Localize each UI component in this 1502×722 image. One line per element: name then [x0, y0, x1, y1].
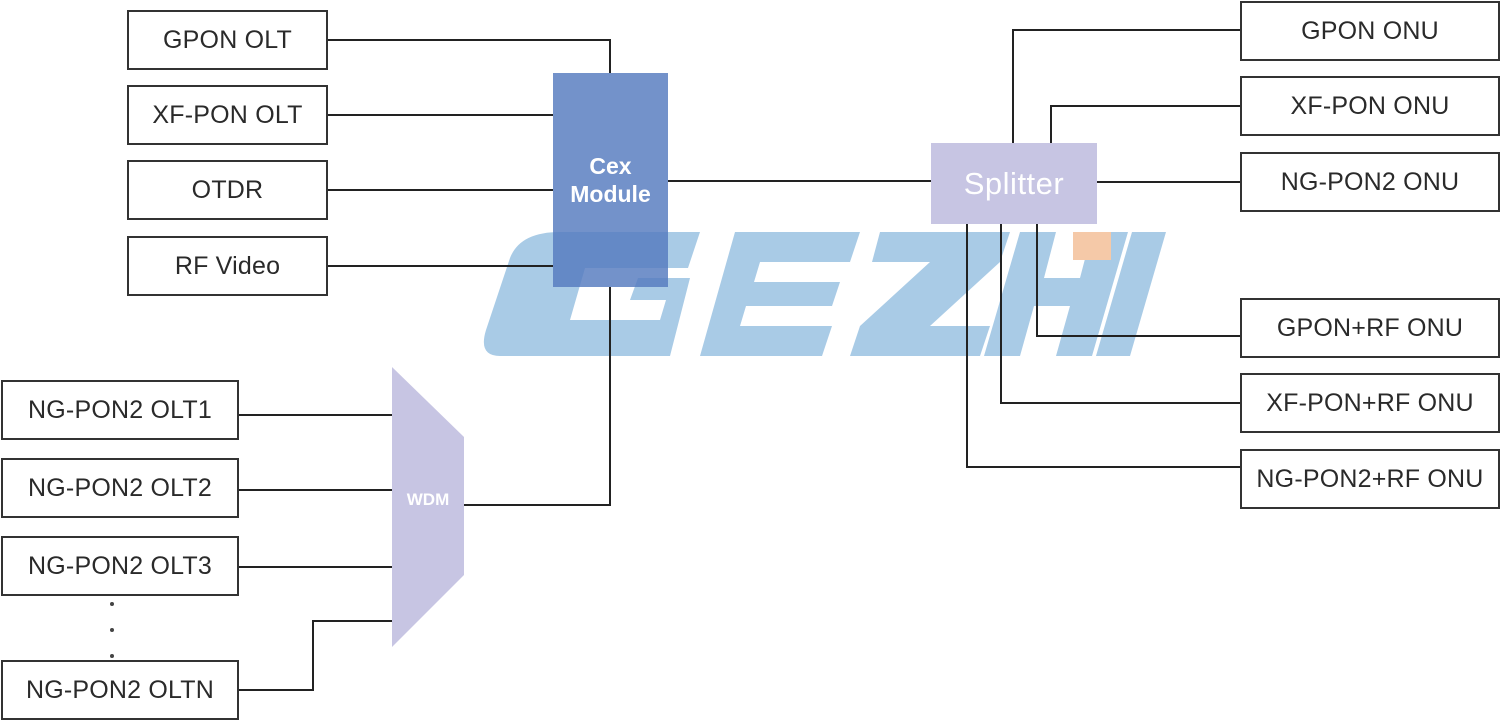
line-oltn [238, 620, 392, 691]
line-xfpon-onu [1050, 105, 1241, 143]
cex-module-line1: Cex [589, 153, 632, 179]
ellipsis-dots [100, 602, 124, 658]
ngpon2-oltn-box: NG-PON2 OLTN [1, 660, 239, 720]
cex-module-line2: Module [570, 181, 651, 207]
xfpon-olt-box: XF-PON OLT [127, 85, 328, 145]
line-ngpon2-rf-onu [966, 224, 1241, 468]
line-gpon-onu [1012, 29, 1241, 143]
line-xfpon-rf-onu [1000, 224, 1241, 404]
line-gpon-olt [327, 39, 611, 73]
gpon-onu-box: GPON ONU [1240, 1, 1500, 61]
ngpon2-onu-box: NG-PON2 ONU [1240, 152, 1500, 212]
line-gpon-rf-onu [1036, 224, 1241, 337]
ngpon2-olt2-box: NG-PON2 OLT2 [1, 458, 239, 518]
ngpon2-rf-onu-box: NG-PON2+RF ONU [1240, 449, 1500, 509]
xfpon-rf-onu-box: XF-PON+RF ONU [1240, 373, 1500, 433]
rf-video-box: RF Video [127, 236, 328, 296]
otdr-box: OTDR [127, 160, 328, 220]
wdm-shape [392, 367, 464, 647]
gpon-olt-box: GPON OLT [127, 10, 328, 70]
wdm-label: WDM [406, 490, 450, 509]
line-cex-wdm [464, 287, 611, 506]
cex-module: Cex Module [553, 73, 668, 287]
splitter: Splitter [931, 143, 1097, 224]
ngpon2-olt1-box: NG-PON2 OLT1 [1, 380, 239, 440]
gpon-rf-onu-box: GPON+RF ONU [1240, 298, 1500, 358]
xfpon-onu-box: XF-PON ONU [1240, 76, 1500, 136]
ngpon2-olt3-box: NG-PON2 OLT3 [1, 536, 239, 596]
